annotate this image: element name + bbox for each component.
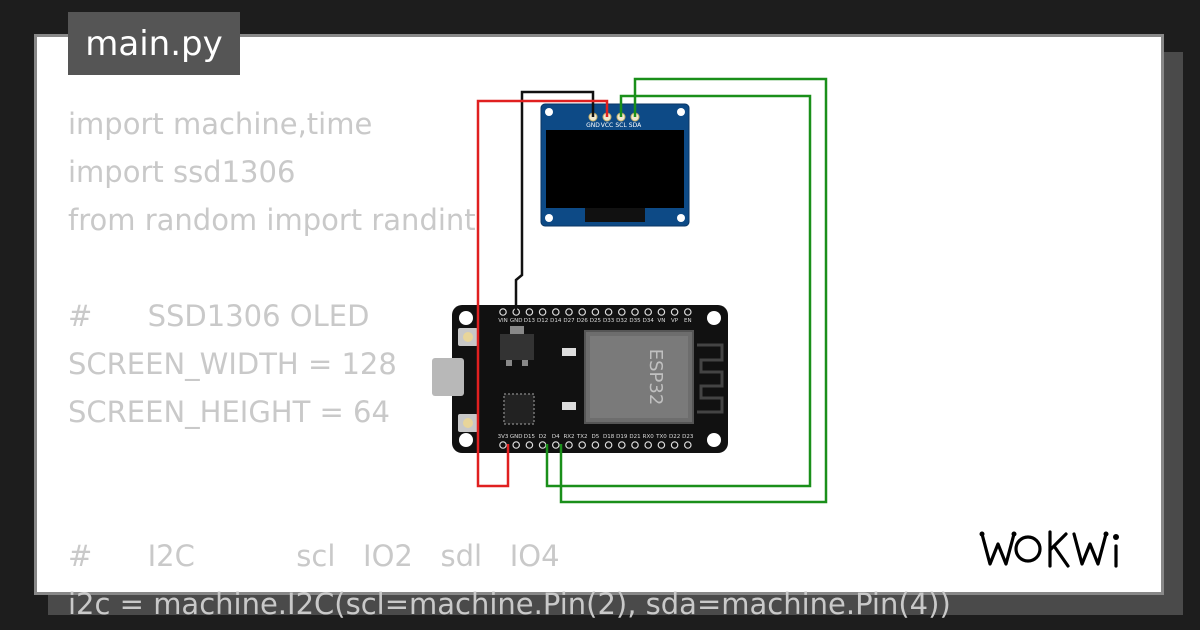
esp32-pin-label: RX0 xyxy=(643,434,655,440)
esp32-pin-bottom-d22[interactable]: D22 xyxy=(669,434,680,449)
esp32-pin-label: TX0 xyxy=(655,434,667,440)
esp32-pin-bottom-gnd[interactable]: GND xyxy=(510,434,523,449)
esp32-pin-bottom-d4[interactable]: D4 xyxy=(552,434,560,449)
esp32-pin-bottom-d21[interactable]: D21 xyxy=(629,434,641,449)
esp32-pin-top-d34[interactable]: D34 xyxy=(643,308,655,324)
esp32-pin-label: D12 xyxy=(537,318,548,324)
esp32-pin-bottom-tx2[interactable]: TX2 xyxy=(576,434,588,449)
esp32-pin-bottom-d23[interactable]: D23 xyxy=(682,434,694,449)
esp32-pin-label: D21 xyxy=(629,434,640,440)
wires xyxy=(476,77,828,504)
esp32-pin-bottom-rx0[interactable]: RX0 xyxy=(643,434,655,449)
esp32-pin-top-d26[interactable]: D26 xyxy=(577,308,589,324)
esp32-pin-top-vn[interactable]: VN xyxy=(657,308,665,324)
code-line: import ssd1306 xyxy=(68,155,296,189)
wokwi-logo xyxy=(979,530,1119,568)
esp32-pin-label: RX2 xyxy=(563,434,574,440)
esp32-pin-label: EN xyxy=(684,318,692,324)
file-tab-main[interactable]: main.py xyxy=(68,12,240,75)
wire-scl xyxy=(545,94,812,488)
esp32-pin-label: D15 xyxy=(524,434,536,440)
boot-button[interactable] xyxy=(458,414,478,432)
code-line: from random import randint xyxy=(68,203,476,237)
antenna-trace xyxy=(697,343,724,414)
esp32-pin-label: D32 xyxy=(616,318,627,324)
esp32-pin-top-vin[interactable]: VIN xyxy=(498,308,508,324)
esp32-chip-label: ESP32 xyxy=(645,349,666,406)
esp32-pin-label: GND xyxy=(510,318,523,324)
usb-port xyxy=(432,358,464,396)
esp32-pin-label: D19 xyxy=(616,434,628,440)
esp32-pin-label: TX2 xyxy=(576,434,588,440)
esp32-pin-label: D25 xyxy=(590,318,602,324)
esp32-pin-top-d13[interactable]: D13 xyxy=(524,308,536,324)
code-line: SCREEN_WIDTH = 128 xyxy=(68,347,397,381)
esp32-pin-top-d35[interactable]: D35 xyxy=(629,308,641,324)
esp32-pin-label: 3V3 xyxy=(498,434,509,440)
esp32-pin-top-d33[interactable]: D33 xyxy=(603,308,615,324)
code-line: # I2C scl IO2 sdl IO4 xyxy=(68,539,560,573)
esp32-pin-label: D13 xyxy=(524,318,536,324)
esp32-pin-label: VN xyxy=(657,318,665,324)
esp32-pin-label: D34 xyxy=(643,318,655,324)
esp32-pin-bottom-d18[interactable]: D18 xyxy=(603,434,615,449)
esp32-pin-label: D33 xyxy=(603,318,615,324)
esp32-pin-bottom-rx2[interactable]: RX2 xyxy=(563,434,575,449)
esp32-pin-label: D35 xyxy=(629,318,641,324)
esp32-pin-label: D22 xyxy=(669,434,680,440)
oled-pin-label: GND xyxy=(586,122,600,129)
esp32-pin-label: D5 xyxy=(592,434,600,440)
esp32-pin-top-en[interactable]: EN xyxy=(683,308,692,324)
esp32-pin-bottom-tx0[interactable]: TX0 xyxy=(655,434,667,449)
code-line: import machine,time xyxy=(68,107,373,141)
esp32-pin-label: D27 xyxy=(563,318,575,324)
wire-gnd xyxy=(514,90,595,312)
esp32-pin-top-d27[interactable]: D27 xyxy=(563,308,575,324)
en-button[interactable] xyxy=(458,328,478,346)
oled-pin-label: SDA xyxy=(629,122,642,129)
code-line: # SSD1306 OLED xyxy=(68,299,370,333)
code-line: i2c = machine.I2C(scl=machine.Pin(2), sd… xyxy=(68,587,951,621)
code-line: SCREEN_HEIGHT = 64 xyxy=(68,395,390,429)
esp32-pin-label: D23 xyxy=(682,434,694,440)
oled-pin-label: VCC xyxy=(601,122,613,129)
wire-sda xyxy=(559,77,828,504)
esp32-pin-label: D18 xyxy=(603,434,615,440)
esp32-pin-bottom-d19[interactable]: D19 xyxy=(616,434,628,449)
wire-vcc xyxy=(476,99,609,488)
esp32-pin-top-d14[interactable]: D14 xyxy=(550,308,562,324)
esp32-pin-bottom-d5[interactable]: D5 xyxy=(592,434,600,449)
code-preview: import machine,time import ssd1306 from ra… xyxy=(68,100,951,628)
oled-pin-label: SCL xyxy=(615,122,627,129)
esp32-pin-label: D26 xyxy=(577,318,589,324)
esp32-pin-top-d12[interactable]: D12 xyxy=(537,308,548,324)
esp32-pin-label: D4 xyxy=(552,434,560,440)
esp32-pin-label: GND xyxy=(510,434,523,440)
esp32-pin-label: VIN xyxy=(498,318,508,324)
esp32-pin-label: D14 xyxy=(550,318,562,324)
esp32-pin-top-d32[interactable]: D32 xyxy=(616,308,627,324)
esp32-pin-top-d25[interactable]: D25 xyxy=(590,308,602,324)
esp32-pin-bottom-d15[interactable]: D15 xyxy=(524,434,536,449)
esp32-pin-label: D2 xyxy=(539,434,547,440)
esp32-pin-top-vp[interactable]: VP xyxy=(670,308,679,324)
esp32-pin-bottom-3v3[interactable]: 3V3 xyxy=(498,434,509,449)
esp32-pin-label: VP xyxy=(671,318,679,324)
